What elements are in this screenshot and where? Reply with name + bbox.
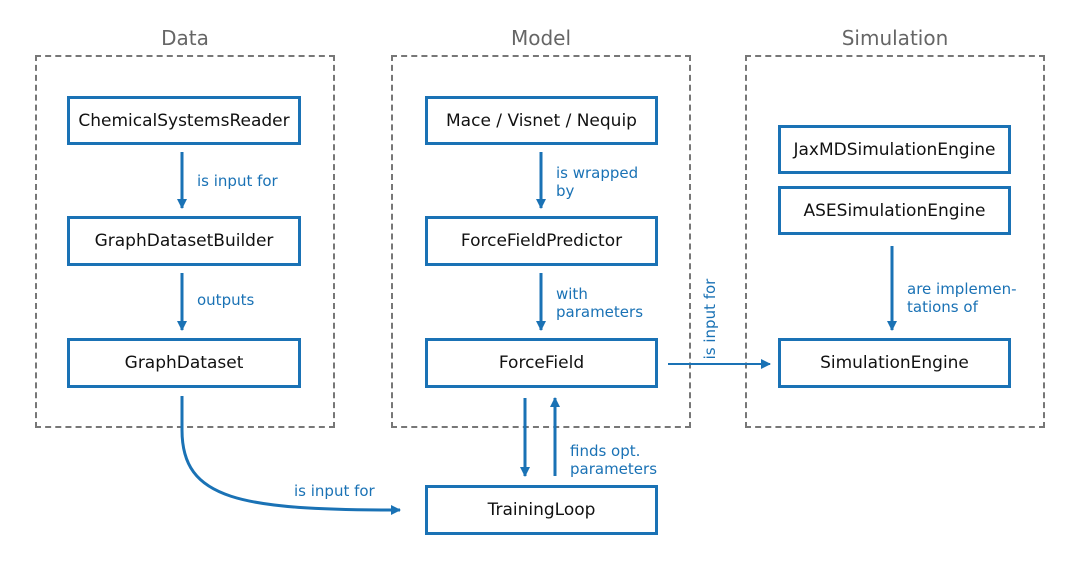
edge-label-forcefield-to-simulation: is input for bbox=[701, 278, 719, 360]
group-title-data: Data bbox=[161, 26, 209, 50]
node-training-loop: TrainingLoop bbox=[425, 485, 658, 535]
edge-label-engines-to-simulation-line2: tations of bbox=[907, 298, 978, 316]
node-force-field-predictor: ForceFieldPredictor bbox=[425, 216, 658, 266]
edge-label-dataset-to-training: is input for bbox=[294, 482, 375, 500]
edge-label-training-to-forcefield-line2: parameters bbox=[570, 460, 658, 478]
edge-label-mace-to-predictor: is wrapped by bbox=[556, 164, 638, 200]
edge-label-training-to-forcefield: finds opt. parameters bbox=[570, 442, 657, 478]
edge-label-mace-to-predictor-line1: is wrapped bbox=[556, 164, 639, 182]
edge-label-engines-to-simulation-line1: are implemen- bbox=[907, 280, 1017, 298]
edge-label-predictor-to-forcefield-line1: with bbox=[556, 285, 588, 303]
node-graph-dataset: GraphDataset bbox=[67, 338, 301, 388]
group-frame-simulation bbox=[745, 55, 1045, 428]
group-frame-model bbox=[391, 55, 691, 428]
node-simulation-engine: SimulationEngine bbox=[778, 338, 1011, 388]
node-graph-dataset-builder: GraphDatasetBuilder bbox=[67, 216, 301, 266]
node-jaxmd-simulation-engine: JaxMDSimulationEngine bbox=[778, 125, 1011, 174]
group-frame-data bbox=[35, 55, 335, 428]
node-chemical-systems-reader: ChemicalSystemsReader bbox=[67, 96, 301, 145]
group-title-model: Model bbox=[510, 26, 572, 50]
edge-label-predictor-to-forcefield-line2: parameters bbox=[556, 303, 644, 321]
edge-label-reader-to-builder: is input for bbox=[197, 172, 278, 190]
edge-label-predictor-to-forcefield: with parameters bbox=[556, 285, 643, 321]
node-ase-simulation-engine: ASESimulationEngine bbox=[778, 186, 1011, 235]
edge-dataset-to-training bbox=[180, 396, 401, 515]
edge-label-mace-to-predictor-line2: by bbox=[556, 182, 575, 200]
edge-label-builder-to-dataset: outputs bbox=[197, 291, 255, 309]
node-force-field: ForceField bbox=[425, 338, 658, 388]
group-title-simulation: Simulation bbox=[841, 26, 949, 50]
node-mace-visnet-nequip: Mace / Visnet / Nequip bbox=[425, 96, 658, 145]
edge-label-engines-to-simulation: are implemen- tations of bbox=[907, 280, 1016, 316]
edge-label-training-to-forcefield-line1: finds opt. bbox=[570, 442, 641, 460]
